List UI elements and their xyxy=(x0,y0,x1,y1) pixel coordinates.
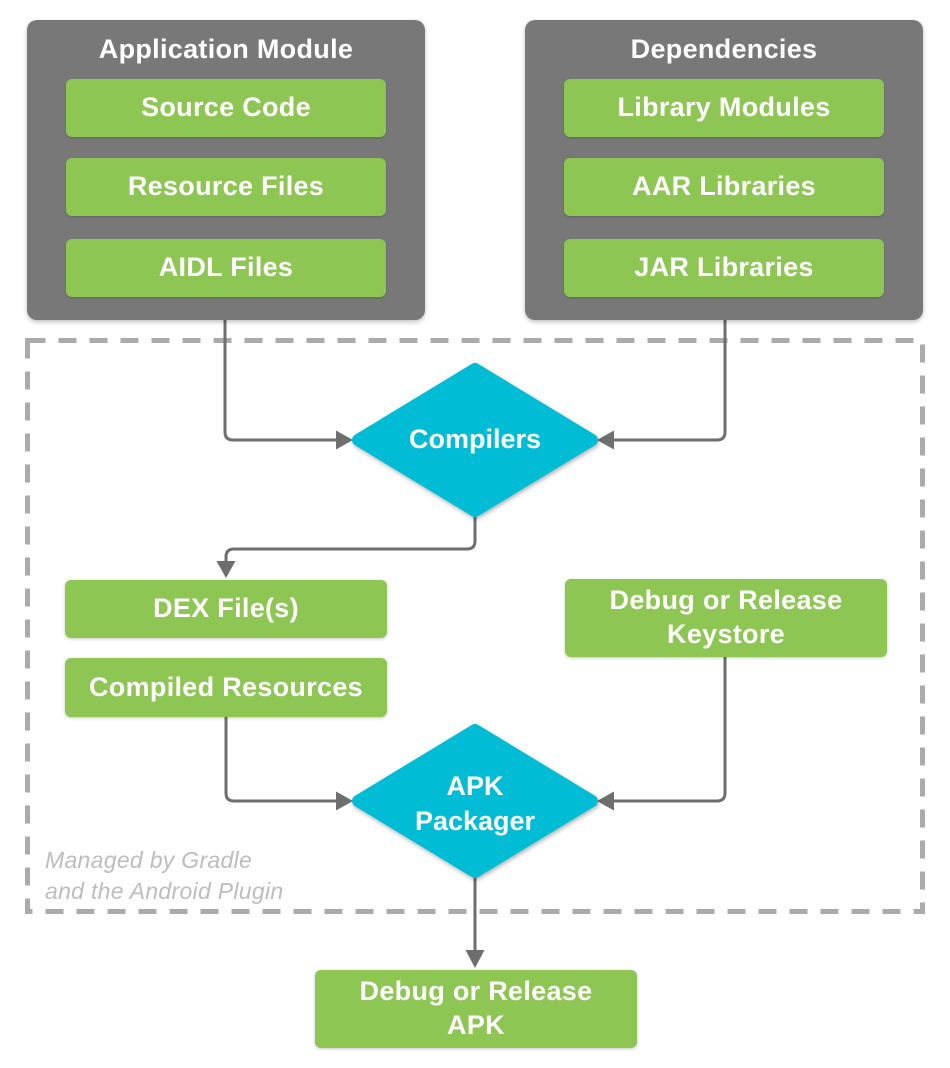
apk-packager-diamond xyxy=(352,724,598,878)
gradle-boundary-dashed-border xyxy=(25,338,925,914)
dependencies-group: Dependencies Library Modules AAR Librari… xyxy=(525,20,923,320)
arrowhead-into-apk xyxy=(465,950,485,968)
connector-compiled-resources-to-apk-packager xyxy=(224,716,336,803)
jar-libraries-box: JAR Libraries xyxy=(564,239,884,297)
connector-dependencies-to-compilers xyxy=(614,320,727,442)
compiled-resources-label: Compiled Resources xyxy=(89,671,363,702)
source-code-label: Source Code xyxy=(141,92,311,123)
gradle-note-line2: and the Android Plugin xyxy=(45,878,284,904)
dex-files-box: DEX File(s) xyxy=(65,580,387,638)
keystore-label: Debug or Release Keystore xyxy=(609,585,843,649)
resource-files-label: Resource Files xyxy=(127,171,325,202)
arrowhead-into-compilers-left xyxy=(336,430,353,450)
arrowhead-into-apk-packager-right xyxy=(597,791,614,811)
aidl-files-box: AIDL Files xyxy=(66,239,386,297)
library-modules-box: Library Modules xyxy=(564,79,884,137)
output-apk-label: Debug or Release APK xyxy=(359,976,593,1040)
source-code-box: Source Code xyxy=(66,79,386,137)
aar-libraries-box: AAR Libraries xyxy=(564,158,884,216)
compiled-resources-box: Compiled Resources xyxy=(65,658,387,717)
gradle-note-line1: Managed by Gradle xyxy=(45,847,253,873)
dependencies-title: Dependencies xyxy=(630,34,818,64)
library-modules-label: Library Modules xyxy=(617,92,831,123)
keystore-box: Debug or Release Keystore xyxy=(565,579,887,657)
application-module-group: Application Module Source Code Resource … xyxy=(27,20,425,320)
aar-libraries-label: AAR Libraries xyxy=(632,171,816,202)
arrowhead-into-compilers-right xyxy=(597,430,614,450)
output-apk-box: Debug or Release APK xyxy=(315,970,637,1048)
connector-compilers-to-dex xyxy=(224,514,477,562)
gradle-note: Managed by Gradle and the Android Plugin xyxy=(45,845,283,907)
dex-files-label: DEX File(s) xyxy=(153,593,299,624)
connector-app-module-to-compilers xyxy=(223,320,336,442)
compilers-diamond xyxy=(352,363,598,517)
aidl-files-label: AIDL Files xyxy=(158,252,294,283)
resource-files-box: Resource Files xyxy=(66,158,386,216)
arrowhead-into-apk-packager-left xyxy=(336,791,353,811)
application-module-title: Application Module xyxy=(98,34,354,64)
jar-libraries-label: JAR Libraries xyxy=(634,252,814,283)
arrowhead-into-dex xyxy=(216,561,236,578)
connector-keystore-to-apk-packager xyxy=(614,657,727,803)
